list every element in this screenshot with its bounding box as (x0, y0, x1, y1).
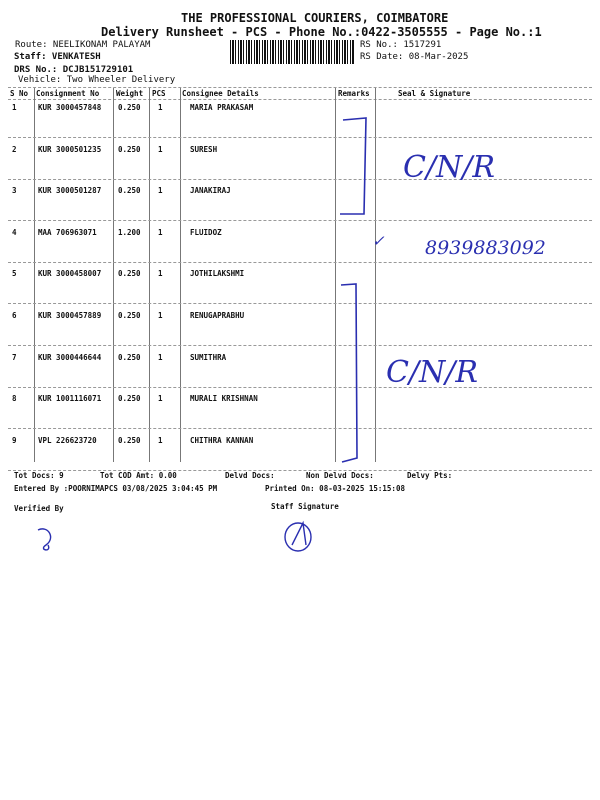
cell-sno: 2 (12, 144, 17, 154)
cell-weight: 0.250 (118, 186, 141, 196)
column-divider (180, 88, 181, 462)
cell-weight: 0.250 (118, 311, 141, 320)
bracket-mark (340, 283, 358, 463)
cell-sno: 9 (12, 435, 17, 445)
cell-weight: 0.250 (118, 435, 141, 445)
column-divider (335, 88, 336, 462)
cell-pcs: 1 (158, 269, 163, 279)
column-header: Consignment No (36, 89, 100, 98)
total-docs: Tot Docs: 9 (14, 471, 64, 480)
cell-sno: 5 (12, 269, 17, 279)
entered-by: Entered By :POORNIMAPCS 03/08/2025 3:04:… (14, 484, 218, 493)
cell-sno: 7 (12, 352, 17, 362)
cell-cons: KUR 3000458007 (38, 269, 102, 279)
delivery-points: Delvy Pts: (407, 471, 453, 480)
route: Route: NEELIKONAM PALAYAM (15, 40, 151, 50)
cell-cons: KUR 3000501235 (38, 144, 102, 154)
cell-cons: KUR 3000446644 (38, 352, 102, 362)
runsheet-subtitle: Delivery Runsheet - PCS - Phone No.:0422… (101, 25, 542, 39)
cell-name: RENUGAPRABHU (190, 311, 245, 320)
column-header: S No (10, 89, 29, 98)
column-header: Seal & Signature (398, 89, 471, 98)
column-divider (113, 88, 114, 462)
column-header: Weight (116, 89, 144, 98)
cell-pcs: 1 (158, 311, 163, 320)
cell-weight: 0.250 (118, 352, 141, 362)
handwritten-note: C/N/R (386, 355, 479, 390)
drs-number: DRS No.: DCJB151729101 (14, 65, 134, 75)
row-divider (8, 178, 592, 180)
column-divider (34, 88, 35, 462)
cell-name: CHITHRA KANNAN (190, 435, 254, 445)
verifier-signature (37, 528, 52, 551)
total-cod: Tot COD Amt: 0.00 (100, 471, 177, 480)
staff: Staff: VENKATESH (14, 52, 101, 62)
company-title: THE PROFESSIONAL COURIERS, COIMBATORE (181, 11, 449, 25)
cell-sno: 1 (12, 103, 17, 112)
cell-name: SURESH (190, 144, 218, 154)
column-divider (375, 88, 376, 462)
cell-cons: VPL 226623720 (38, 435, 97, 445)
delivered-docs: Delvd Docs: (225, 471, 275, 480)
row-divider (8, 345, 592, 346)
column-header: Remarks (338, 89, 370, 98)
cell-sno: 4 (12, 227, 17, 237)
row-divider (8, 428, 592, 430)
row-divider (8, 261, 592, 263)
cell-cons: KUR 1001116071 (38, 394, 102, 404)
column-header: Consignee Details (182, 89, 259, 98)
cell-name: JANAKIRAJ (190, 186, 231, 196)
row-divider (8, 386, 592, 388)
column-divider (149, 88, 150, 462)
cell-pcs: 1 (158, 435, 163, 445)
cell-name: JOTHILAKSHMI (190, 269, 245, 279)
cell-weight: 0.250 (118, 144, 141, 154)
cell-weight: 1.200 (118, 227, 141, 237)
rs-date: RS Date: 08-Mar-2025 (360, 52, 469, 62)
barcode (230, 40, 355, 64)
cell-sno: 6 (12, 311, 17, 320)
cell-pcs: 1 (158, 352, 163, 362)
cell-weight: 0.250 (118, 269, 141, 279)
printed-on: Printed On: 08-03-2025 15:15:08 (265, 484, 405, 493)
cell-name: MARIA PRAKASAM (190, 103, 254, 112)
handwritten-phone: 8939883092 (425, 237, 546, 259)
verified-by-label: Verified By (14, 504, 64, 513)
bracket-mark (340, 117, 367, 215)
cell-cons: KUR 3000457889 (38, 311, 102, 320)
rs-number: RS No.: 1517291 (360, 40, 442, 50)
cell-cons: KUR 3000457848 (38, 103, 102, 112)
cell-pcs: 1 (158, 103, 163, 112)
row-divider (8, 220, 592, 222)
cell-name: SUMITHRA (190, 352, 227, 362)
staff-signature-mark (284, 522, 312, 552)
cell-sno: 3 (12, 186, 17, 196)
cell-pcs: 1 (158, 186, 163, 196)
row-divider (8, 469, 592, 471)
row-divider (8, 303, 592, 305)
column-header: PCS (152, 89, 166, 98)
cell-pcs: 1 (158, 227, 163, 237)
vehicle: Vehicle: Two Wheeler Delivery (18, 75, 176, 85)
non-delivered-docs: Non Delvd Docs: (306, 471, 374, 480)
cell-name: MURALI KRISHNAN (190, 394, 258, 404)
staff-signature-label: Staff Signature (271, 502, 339, 511)
cell-weight: 0.250 (118, 103, 141, 112)
row-divider (8, 137, 592, 138)
cell-cons: KUR 3000501287 (38, 186, 102, 196)
cell-weight: 0.250 (118, 394, 141, 404)
handwritten-note: C/N/R (403, 150, 496, 185)
cell-name: FLUIDOZ (190, 227, 222, 237)
cell-cons: MAA 706963071 (38, 227, 97, 237)
cell-sno: 8 (12, 394, 17, 404)
cell-pcs: 1 (158, 144, 163, 154)
cell-pcs: 1 (158, 394, 163, 404)
